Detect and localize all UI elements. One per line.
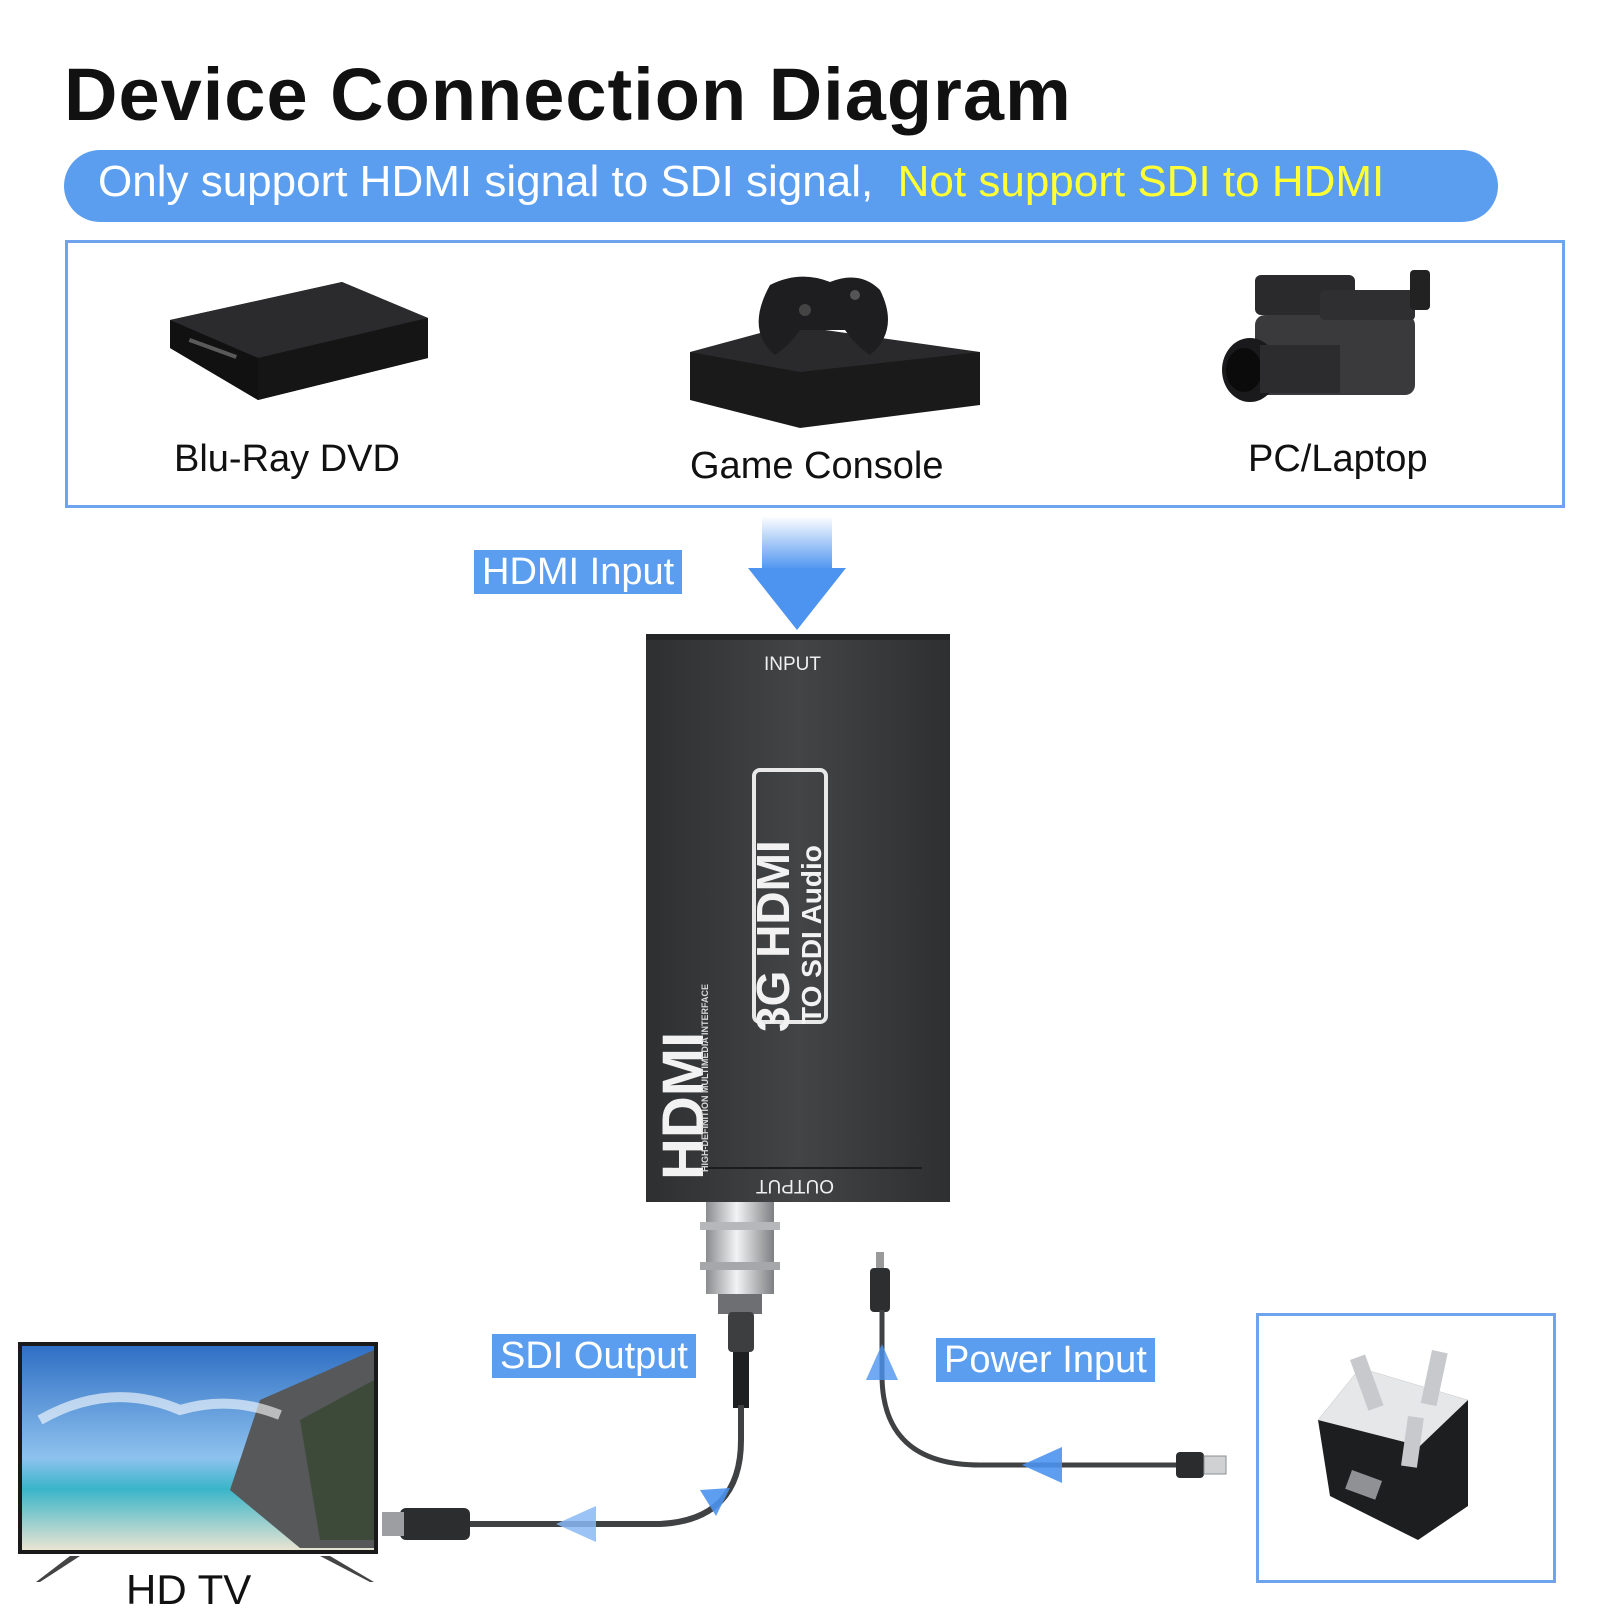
product-text: 3G HDMI: [747, 840, 799, 1032]
sink-label-hdtv: HD TV: [126, 1566, 252, 1613]
sdi-output-tag: SDI Output: [492, 1334, 696, 1378]
notice-banner: [64, 150, 1498, 222]
banner-main-text: Only support HDMI signal to SDI signal,: [98, 157, 874, 206]
power-adapter-box: [1256, 1313, 1556, 1583]
game-console-icon: [690, 276, 980, 428]
converter-input-label: INPUT: [764, 654, 821, 675]
source-devices-box: [65, 240, 1565, 508]
converter-device: [646, 634, 950, 1202]
bnc-connector: [700, 1202, 780, 1314]
hdmi-input-tag: HDMI Input: [474, 550, 683, 594]
notice-banner-text: Only support HDMI signal to SDI signal, …: [98, 157, 1384, 207]
source-label-bluray: Blu-Ray DVD: [174, 438, 400, 480]
page-title: Device Connection Diagram: [64, 53, 1072, 136]
converter-output-label: OUTPUT: [755, 1175, 834, 1196]
power-input-tag: Power Input: [936, 1338, 1155, 1382]
hdmi-input-arrow: [748, 516, 846, 630]
power-adapter-icon: [1318, 1350, 1468, 1540]
hdmi-logo-subtitle: HIGH-DEFINITION MULTIMEDIA INTERFACE: [700, 984, 710, 1172]
sdi-cable: [382, 1312, 754, 1542]
power-cable: [866, 1252, 1227, 1483]
bluray-player-icon: [170, 282, 428, 400]
source-label-pc-laptop: PC/Laptop: [1248, 438, 1428, 480]
product-subtext: TO SDI Audio: [796, 845, 827, 1024]
banner-warning-text: Not support SDI to HDMI: [897, 157, 1385, 206]
hdtv-icon: [18, 1342, 378, 1582]
camcorder-icon: [1222, 270, 1430, 402]
source-label-game-console: Game Console: [690, 445, 944, 487]
